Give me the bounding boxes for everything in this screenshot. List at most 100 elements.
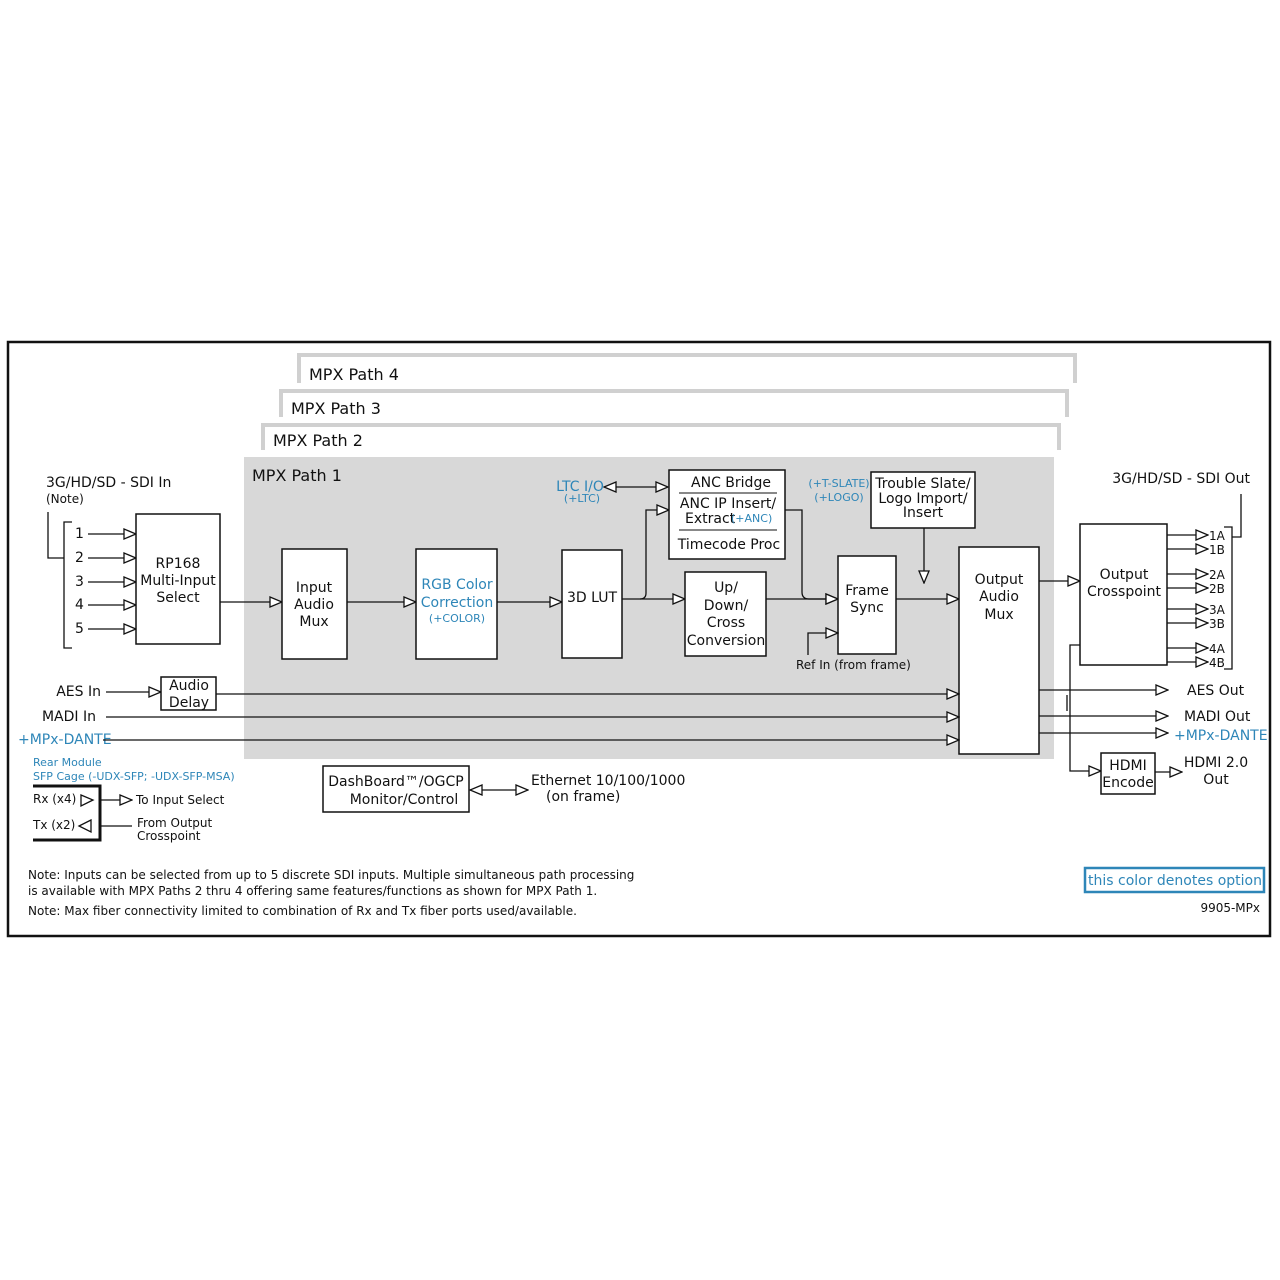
ethernet-line-2: (on frame) [546, 789, 620, 805]
3d-lut-label: 3D LUT [567, 590, 617, 606]
updown-line-3: Cross [707, 615, 745, 631]
sdi-input-1: 1 [75, 526, 84, 542]
sdi-in-note: (Note) [46, 492, 84, 506]
mpx-path-3-label: MPX Path 3 [291, 399, 381, 418]
trouble-slate-line-3: Insert [903, 505, 944, 521]
rx-label: Rx (x4) [33, 792, 76, 806]
input-audio-mux-line-1: Input [296, 580, 333, 596]
frame-sync-block: Frame Sync [837, 555, 897, 655]
rear-module-subtitle: SFP Cage (-UDX-SFP; -UDX-SFP-MSA) [33, 770, 235, 783]
rgb-color-line-2: Correction [421, 595, 493, 611]
t-slate-option: (+T-SLATE) [808, 477, 869, 490]
rp168-block: RP168 Multi-Input Select [135, 513, 221, 645]
tx-label: Tx (x2) [32, 818, 75, 832]
from-output-line-1: From Output [137, 816, 213, 830]
audio-delay-line-1: Audio [169, 678, 209, 694]
dashboard-block: DashBoard™/OGCP Monitor/Control [322, 765, 470, 813]
sdi-input-3: 3 [75, 574, 84, 590]
hdmi-out-line-2: Out [1203, 772, 1229, 788]
updown-line-4: Conversion [687, 633, 766, 649]
rgb-color-correction-block: RGB Color Correction (+COLOR) [415, 548, 498, 660]
mpx-path-4-label: MPX Path 4 [309, 365, 399, 384]
trouble-slate-line-2: Logo Import/ [878, 491, 967, 507]
sdi-output-3b: 3B [1209, 617, 1225, 631]
mpx-path-2-label: MPX Path 2 [273, 431, 363, 450]
audio-delay-block: Audio Delay [160, 676, 217, 711]
mpx-path-2-frame: MPX Path 2 [261, 423, 1061, 450]
sdi-output-list: 1A 1B 2A 2B 3A 3B 4A 4B [1209, 529, 1226, 670]
sdi-out-title: 3G/HD/SD - SDI Out [1112, 471, 1250, 487]
sdi-output-1a: 1A [1209, 529, 1226, 543]
trouble-slate-line-1: Trouble Slate/ [874, 476, 971, 492]
input-audio-mux-line-3: Mux [299, 614, 328, 630]
rp168-line-2: Multi-Input [140, 573, 216, 589]
audio-delay-line-2: Delay [169, 695, 209, 711]
dante-in-label: +MPx-DANTE [18, 732, 112, 748]
sdi-input-5: 5 [75, 621, 84, 637]
sdi-output-3a: 3A [1209, 603, 1226, 617]
option-legend-label: this color denotes option [1088, 873, 1262, 889]
output-audio-mux-line-1: Output [975, 572, 1024, 588]
sdi-input-list: 1 2 3 4 5 [75, 526, 84, 637]
madi-in-label: MADI In [42, 709, 96, 725]
frame-sync-line-1: Frame [845, 583, 889, 599]
3dlut-to-anc-arrow [639, 510, 669, 600]
from-output-line-2: Crosspoint [137, 829, 201, 843]
logo-option: (+LOGO) [814, 491, 863, 504]
rp168-line-1: RP168 [156, 556, 201, 572]
updown-line-1: Up/ [714, 580, 738, 596]
sdi-output-1b: 1B [1209, 543, 1225, 557]
sdi-in-title: 3G/HD/SD - SDI In [46, 475, 171, 491]
dashboard-line-1: DashBoard™/OGCP [328, 774, 463, 790]
sdi-input-arrows [88, 534, 136, 629]
anc-ip-option: (+ANC) [731, 512, 772, 525]
model-number: 9905-MPx [1200, 901, 1260, 915]
sdi-output-arrows [1167, 535, 1208, 662]
sdi-input-4: 4 [75, 597, 84, 613]
updown-line-2: Down/ [704, 598, 749, 614]
hdmi-encode-line-2: Encode [1102, 775, 1153, 791]
ltc-io-option: (+LTC) [564, 492, 600, 505]
crosspoint-to-hdmi-arrow [1069, 644, 1101, 771]
output-crosspoint-block: Output Crosspoint [1079, 523, 1168, 666]
note-line-3: Note: Max fiber connectivity limited to … [28, 904, 577, 918]
rgb-color-option: (+COLOR) [429, 612, 485, 625]
output-audio-mux-line-2: Audio [979, 589, 1019, 605]
note-line-1: Note: Inputs can be selected from up to … [28, 868, 634, 882]
rx-port-icon [80, 794, 95, 808]
note-line-2: is available with MPX Paths 2 thru 4 off… [28, 884, 597, 898]
ethernet-line-1: Ethernet 10/100/1000 [531, 773, 685, 789]
anc-bridge-label: ANC Bridge [691, 475, 771, 491]
ref-in-arrow [807, 633, 838, 655]
sdi-output-2a: 2A [1209, 568, 1226, 582]
anc-ip-line-2: Extract [685, 511, 736, 527]
madi-out-label: MADI Out [1184, 709, 1251, 725]
to-input-select-label: To Input Select [135, 793, 225, 807]
aes-out-label: AES Out [1187, 683, 1245, 699]
sdi-input-2: 2 [75, 550, 84, 566]
option-legend: this color denotes option [1083, 866, 1266, 894]
anc-block: ANC Bridge ANC IP Insert/ Extract (+ANC)… [668, 469, 786, 560]
rear-module-title: Rear Module [33, 756, 102, 769]
mpx-path-1-label: MPX Path 1 [252, 466, 342, 485]
sdi-out-bracket [1224, 494, 1242, 670]
input-audio-mux-line-2: Audio [294, 597, 334, 613]
3d-lut-block: 3D LUT [561, 549, 623, 659]
hdmi-out-line-1: HDMI 2.0 [1184, 755, 1248, 771]
rgb-color-line-1: RGB Color [421, 577, 492, 593]
dashboard-line-2: Monitor/Control [350, 792, 459, 808]
outer-frame [6, 340, 1272, 938]
frame-sync-line-2: Sync [850, 600, 884, 616]
ref-in-label: Ref In (from frame) [796, 658, 911, 672]
rp168-line-3: Select [156, 590, 200, 606]
sdi-output-2b: 2B [1209, 582, 1225, 596]
input-audio-mux-block: Input Audio Mux [281, 548, 348, 660]
ltc-io-label: LTC I/O [556, 479, 604, 495]
hdmi-encode-block: HDMI Encode [1100, 752, 1156, 795]
sdi-in-bracket [47, 512, 72, 649]
sdi-output-4b: 4B [1209, 656, 1225, 670]
anc-ip-line-1: ANC IP Insert/ [680, 496, 776, 512]
tx-port-icon [77, 818, 92, 834]
dante-out-label: +MPx-DANTE [1174, 728, 1268, 744]
